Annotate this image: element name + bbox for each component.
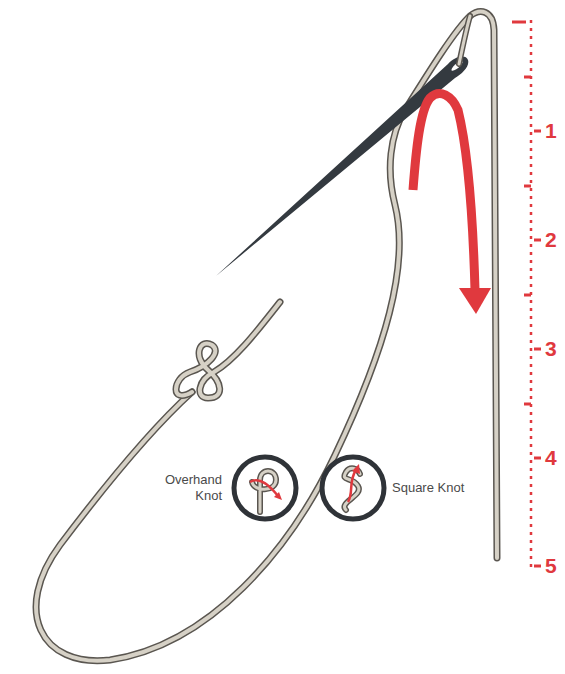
ruler-number: 2 (545, 229, 557, 251)
pull-arrow (413, 94, 491, 314)
ruler-number: 5 (545, 555, 557, 577)
needle (216, 57, 468, 276)
ruler-number: 3 (545, 338, 557, 360)
ruler-ticks (512, 22, 541, 566)
knot-icon-node: Overhand Knot (140, 452, 300, 524)
knot-label: Square Knot (392, 480, 472, 496)
ruler-number: 4 (545, 447, 557, 469)
ruler (512, 20, 541, 568)
knot-icon-node: Square Knot (314, 452, 474, 524)
knot-label: Overhand Knot (140, 472, 222, 504)
square-knot-icon (318, 452, 388, 524)
thread-through-eye (459, 16, 470, 64)
thread (36, 12, 497, 661)
overhand-knot-icon (230, 452, 300, 524)
ruler-number: 1 (545, 120, 557, 142)
